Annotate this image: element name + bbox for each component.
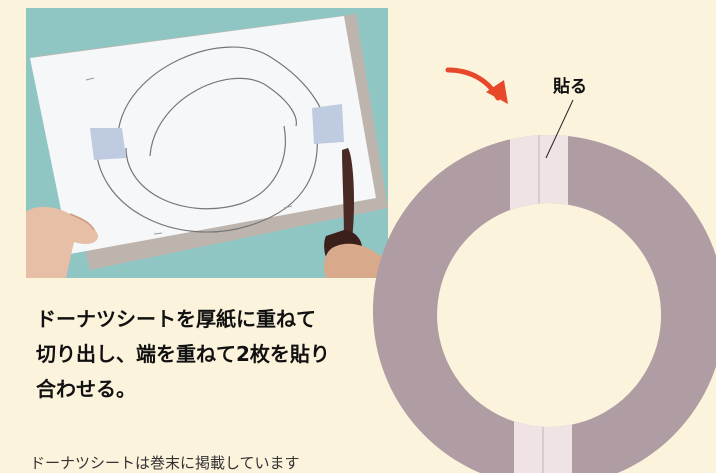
donut-outline-bottom-outer [95,125,318,233]
donut-outline-bottom-inner [125,125,286,210]
paste-leader-line [545,99,574,159]
overlap-tab-right [312,104,344,144]
donut-ring [372,135,716,473]
cutting-photo [26,8,388,278]
cut-mark [153,232,163,235]
donut-outline-top-outer [117,46,327,135]
scissors-blade [342,148,355,240]
donut-sheet [30,16,376,254]
paste-label: 貼る [553,77,587,97]
left-hand [26,206,98,278]
left-hand-crease [69,213,95,231]
caption-line: 切り出し、端を重ねて2枚を貼り [36,342,330,366]
caption-line: ドーナツシートを厚紙に重ねて [36,307,316,331]
footnote: ドーナツシートは巻末に掲載しています [30,454,300,472]
cut-mark [85,77,95,81]
donut-outline-top-inner [149,77,297,157]
caption-line: 合わせる。 [36,377,136,401]
overlap-tab-left [90,128,126,160]
cut-mark [283,205,293,209]
right-hand [324,243,388,278]
instruction-caption: ドーナツシートを厚紙に重ねて 切り出し、端を重ねて2枚を貼り 合わせる。 [36,302,366,407]
